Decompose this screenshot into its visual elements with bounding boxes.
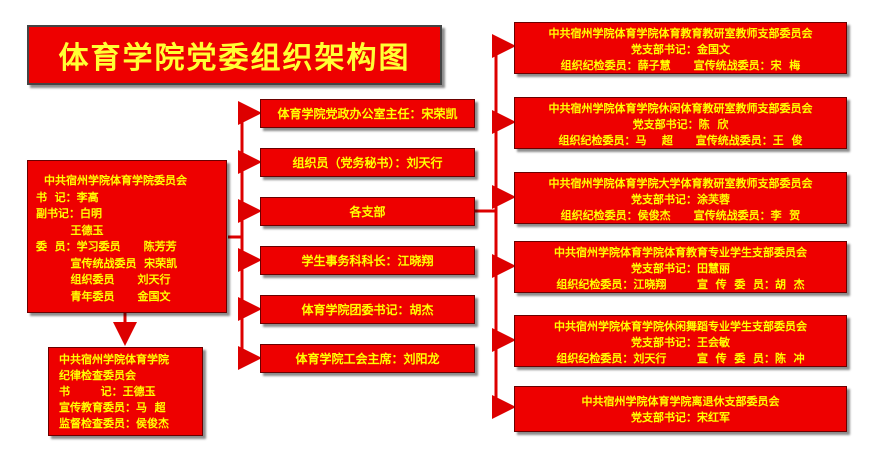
discipline-supervision: 监督检查委员：侯俊杰 [59,417,169,430]
labor-union-box: 体育学院工会主席：刘阳龙 [260,344,475,373]
student-affairs-box: 学生事务科科长：江晓翔 [260,246,475,275]
youth-league-box: 体育学院团委书记：胡杰 [260,295,475,324]
discipline-name-1: 中共宿州学院体育学院 [59,353,169,366]
branches-box: 各支部 [260,197,475,226]
branch-members: 组织纪检委员：江晓翔 宣 传 委 员：胡 杰 [556,278,805,291]
branch-secretary: 党支部书记：宋红军 [631,411,730,424]
branch-name: 中共宿州学院体育学院体育教育专业学生支部委员会 [554,246,807,259]
committee-member-youth: 青年委员 金国文 [36,289,171,303]
committee-name: 中共宿州学院体育学院委员会 [44,174,187,187]
branch-secretary: 党支部书记：金国文 [631,43,730,56]
branch-box-college-pe: 中共宿州学院体育学院大学体育教研室教师支部委员会 党支部书记：涂芙蓉 组织纪检委… [514,172,847,224]
branch-secretary: 党支部书记：陈 欣 [632,118,729,131]
committee-member-study: 委 员：学习委员 陈芳芳 [36,240,177,253]
page-title: 体育学院党委组织架构图 [27,25,442,85]
branch-secretary: 党支部书记：王会敏 [631,336,730,349]
branch-box-retired: 中共宿州学院体育学院离退休支部委员会 党支部书记：宋红军 [514,386,847,432]
branch-box-pe-education: 中共宿州学院体育学院体育教育教研室教师支部委员会 党支部书记：金国文 组织纪检委… [514,22,847,74]
branch-members: 组织纪检委员：侯俊杰 宣传统战委员：李 贺 [560,209,801,222]
branch-members: 组织纪检委员：马 超 宣传统战委员：王 俊 [558,134,803,147]
branch-secretary: 党支部书记：涂芙蓉 [631,193,730,206]
discipline-name-2: 纪律检查委员会 [59,369,136,382]
discipline-committee-box: 中共宿州学院体育学院 纪律检查委员会 书 记：王德玉 宣传教育委员：马 超 监督… [48,347,203,436]
branch-members: 组织纪检委员：薛子慧 宣传统战委员：宋 梅 [560,59,801,72]
branch-name: 中共宿州学院体育学院休闲体育教研室教师支部委员会 [548,102,813,115]
branch-members: 组织纪检委员：刘天行 宣 传 委 员：陈 冲 [556,352,805,365]
committee-deputy-1: 副书记：白明 [36,207,102,220]
branch-box-dance-students: 中共宿州学院体育学院休闲舞蹈专业学生支部委员会 党支部书记：王会敏 组织纪检委员… [514,315,847,367]
committee-member-organization: 组织委员 刘天行 [36,273,171,286]
party-committee-box: 中共宿州学院体育学院委员会 书 记：李高 副书记：白明 王德玉 委 员：学习委员… [27,160,227,313]
branch-box-leisure-sports: 中共宿州学院体育学院休闲体育教研室教师支部委员会 党支部书记：陈 欣 组织纪检委… [514,97,847,149]
branch-name: 中共宿州学院体育学院大学体育教研室教师支部委员会 [548,177,813,190]
branch-name: 中共宿州学院体育学院离退休支部委员会 [581,395,780,408]
discipline-propaganda: 宣传教育委员：马 超 [59,401,166,414]
discipline-secretary: 书 记：王德玉 [59,385,156,398]
committee-deputy-2: 王德玉 [36,223,104,237]
branch-name: 中共宿州学院体育学院休闲舞蹈专业学生支部委员会 [554,320,807,333]
committee-member-propaganda: 宣传统战委员 宋荣凯 [36,256,178,270]
branch-name: 中共宿州学院体育学院体育教育教研室教师支部委员会 [548,27,813,40]
branch-secretary: 党支部书记：田慧丽 [631,262,730,275]
office-director-box: 体育学院党政办公室主任：宋荣凯 [260,99,475,128]
branch-box-pe-students: 中共宿州学院体育学院体育教育专业学生支部委员会 党支部书记：田慧丽 组织纪检委员… [514,241,847,293]
committee-secretary: 书 记：李高 [36,190,99,204]
organizer-box: 组织员（党务秘书）：刘天行 [260,148,475,177]
